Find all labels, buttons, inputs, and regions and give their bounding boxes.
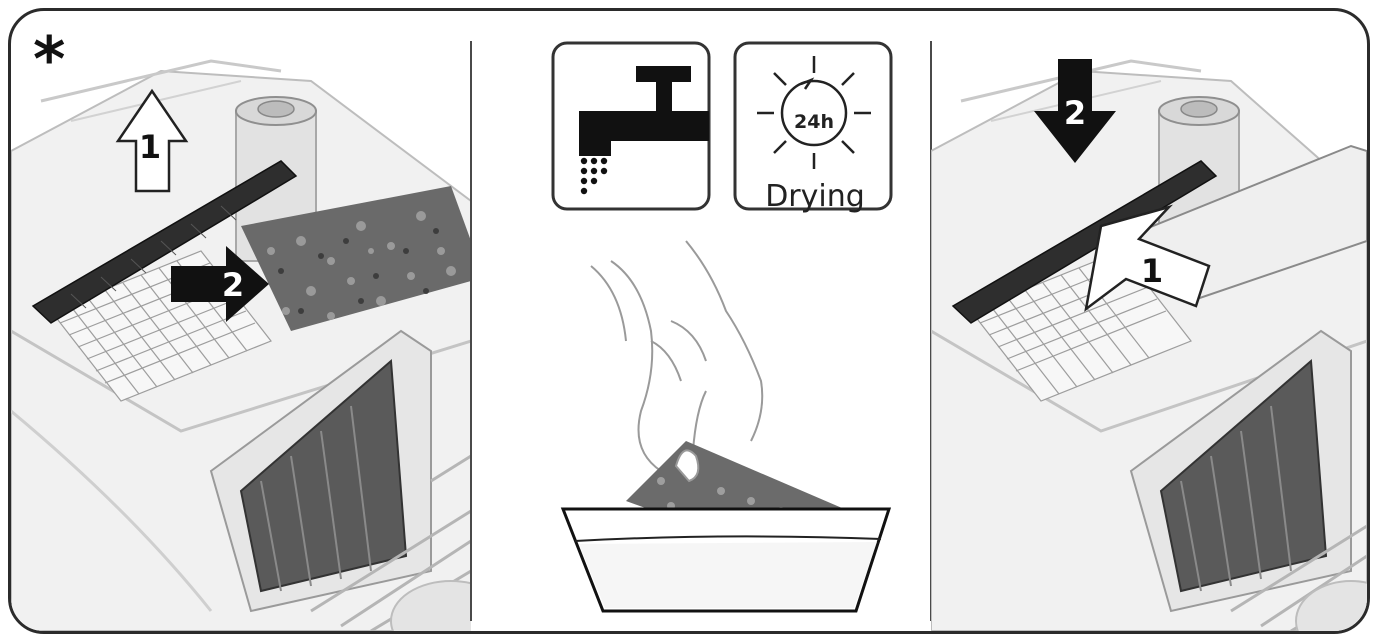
step-1-label: 1 [138, 128, 162, 166]
appliance-illustration-right [930, 59, 1367, 631]
instruction-frame: * 1 2 [8, 8, 1370, 634]
sun-icon [733, 41, 893, 211]
panel-insert-filter: 2 1 [930, 11, 1367, 631]
step-2-label: 2 [221, 266, 245, 304]
step-1-label: 1 [1140, 252, 1164, 290]
panel-divider [470, 41, 472, 621]
tap-icon [551, 41, 711, 211]
step-2-label: 2 [1063, 94, 1087, 132]
panel-remove-filter: * 1 2 [11, 11, 512, 631]
optional-marker: * [33, 23, 66, 96]
wash-illustration [551, 41, 893, 613]
appliance-illustration-left [11, 59, 512, 631]
drying-label: Drying [765, 179, 865, 214]
right-arrow-icon [171, 246, 269, 322]
down-arrow-icon [1034, 59, 1116, 163]
up-arrow-icon [115, 88, 189, 193]
drying-time-label: 24h [794, 111, 834, 133]
panel-wash-dry: 24h Drying [471, 11, 931, 631]
insert-arrow-icon [1084, 204, 1211, 312]
hand-sketch [590, 240, 764, 475]
